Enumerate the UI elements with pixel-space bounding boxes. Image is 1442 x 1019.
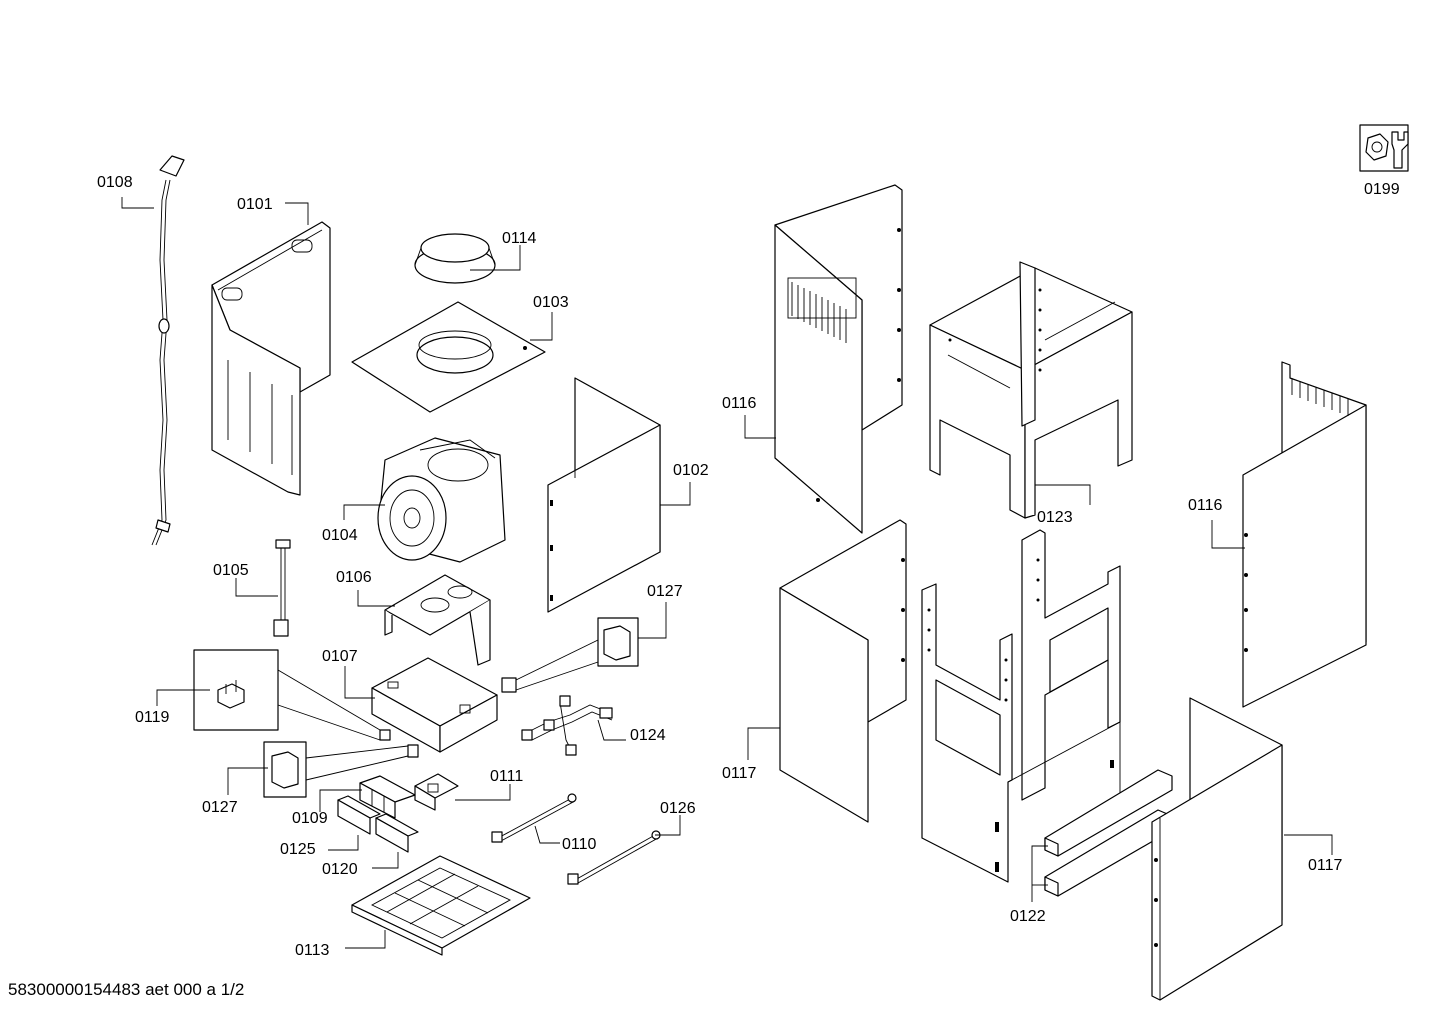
part-0101-frame[interactable] [211, 221, 331, 496]
label-0116-right: 0116 [1188, 497, 1223, 514]
part-0110-cable[interactable] [491, 793, 577, 843]
label-0108: 0108 [97, 174, 133, 191]
part-0123-frame-lower[interactable] [921, 529, 1121, 883]
label-0120: 0120 [322, 861, 358, 878]
part-0119-clip[interactable] [193, 649, 391, 741]
label-0123: 0123 [1037, 509, 1073, 526]
part-0124-harness[interactable] [521, 695, 613, 756]
part-0114-collar[interactable] [414, 233, 496, 284]
label-0199: 0199 [1364, 181, 1400, 198]
part-0116-chimney-upper-right[interactable] [1242, 361, 1367, 708]
label-0101: 0101 [237, 196, 273, 213]
part-0122-rails[interactable] [1044, 769, 1173, 897]
label-0106: 0106 [336, 569, 372, 586]
label-0103: 0103 [533, 294, 569, 311]
label-0114: 0114 [502, 230, 537, 247]
part-0111-board[interactable] [414, 773, 459, 811]
part-0105-cable[interactable] [273, 539, 291, 637]
label-0109: 0109 [292, 810, 328, 827]
label-0125: 0125 [280, 841, 316, 858]
part-0116-chimney-upper-left[interactable] [774, 184, 903, 534]
part-0109-board[interactable] [359, 775, 416, 819]
part-0117-chimney-lower-left[interactable] [779, 519, 907, 823]
label-0127-right: 0127 [647, 583, 683, 600]
label-0107: 0107 [322, 648, 358, 665]
part-0125-panel[interactable] [337, 795, 381, 835]
label-0104: 0104 [322, 527, 358, 544]
label-0119: 0119 [135, 709, 170, 726]
part-0127-connector-right[interactable] [501, 617, 639, 693]
part-0108-power-cord[interactable] [151, 155, 185, 546]
part-0113-filter[interactable] [351, 855, 531, 956]
part-0102-panel[interactable] [547, 377, 661, 613]
label-0111: 0111 [490, 768, 523, 785]
label-0116-left: 0116 [722, 395, 757, 412]
part-0106-bracket[interactable] [384, 574, 491, 666]
label-0113: 0113 [295, 942, 330, 959]
label-0102: 0102 [673, 462, 709, 479]
part-0117-chimney-lower-right[interactable] [1151, 697, 1283, 1001]
label-0126: 0126 [660, 800, 696, 817]
label-0127-left: 0127 [202, 799, 238, 816]
part-0120-panel[interactable] [375, 813, 419, 853]
part-0126-cable[interactable] [567, 830, 661, 885]
part-0107-box[interactable] [371, 657, 498, 753]
part-0123-frame-upper[interactable] [929, 261, 1133, 519]
part-0127-connector-left[interactable] [263, 741, 419, 798]
label-0110: 0110 [562, 836, 597, 853]
label-0117-right: 0117 [1308, 857, 1343, 874]
label-0105: 0105 [213, 562, 249, 579]
part-0103-plate[interactable] [351, 301, 546, 413]
nut-and-wrench-icon [1359, 124, 1409, 172]
part-0104-blower[interactable] [377, 437, 506, 563]
label-0122: 0122 [1010, 908, 1046, 925]
document-id: 58300000154483 aet 000 a 1/2 [8, 980, 245, 999]
label-0124: 0124 [630, 727, 666, 744]
label-0117-left: 0117 [722, 765, 757, 782]
